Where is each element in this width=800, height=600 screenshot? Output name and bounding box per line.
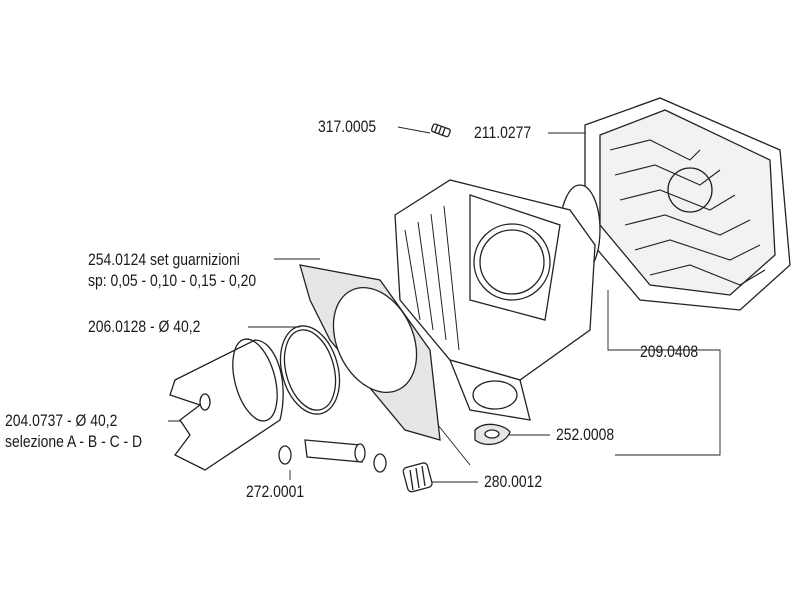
intake-gasket-252 — [474, 423, 511, 446]
stud-317 — [431, 123, 451, 138]
cylinder-209 — [394, 179, 596, 421]
piston-204 — [169, 338, 284, 471]
piston-pin — [304, 439, 366, 463]
part-label-254-sizes: sp: 0,05 - 0,10 - 0,15 - 0,20 — [88, 271, 257, 290]
part-label-272: 272.0001 — [246, 482, 305, 501]
part-label-317: 317.0005 — [318, 117, 377, 136]
part-label-204: 204.0737 - Ø 40,2 — [5, 411, 118, 430]
part-label-280: 280.0012 — [484, 472, 543, 491]
part-label-206: 206.0128 - Ø 40,2 — [88, 317, 201, 336]
part-label-204-selection: selezione A - B - C - D — [5, 432, 143, 451]
circlips-272 — [278, 445, 387, 473]
part-label-209: 209.0408 — [640, 342, 699, 361]
part-label-252: 252.0008 — [556, 425, 615, 444]
base-gasket-254 — [299, 264, 441, 441]
part-label-254: 254.0124 set guarnizioni — [88, 250, 240, 269]
needle-bearing-280 — [402, 462, 433, 493]
part-label-211: 211.0277 — [474, 123, 532, 142]
piston-ring-206 — [279, 325, 341, 415]
cylinder-head-211 — [559, 97, 791, 311]
